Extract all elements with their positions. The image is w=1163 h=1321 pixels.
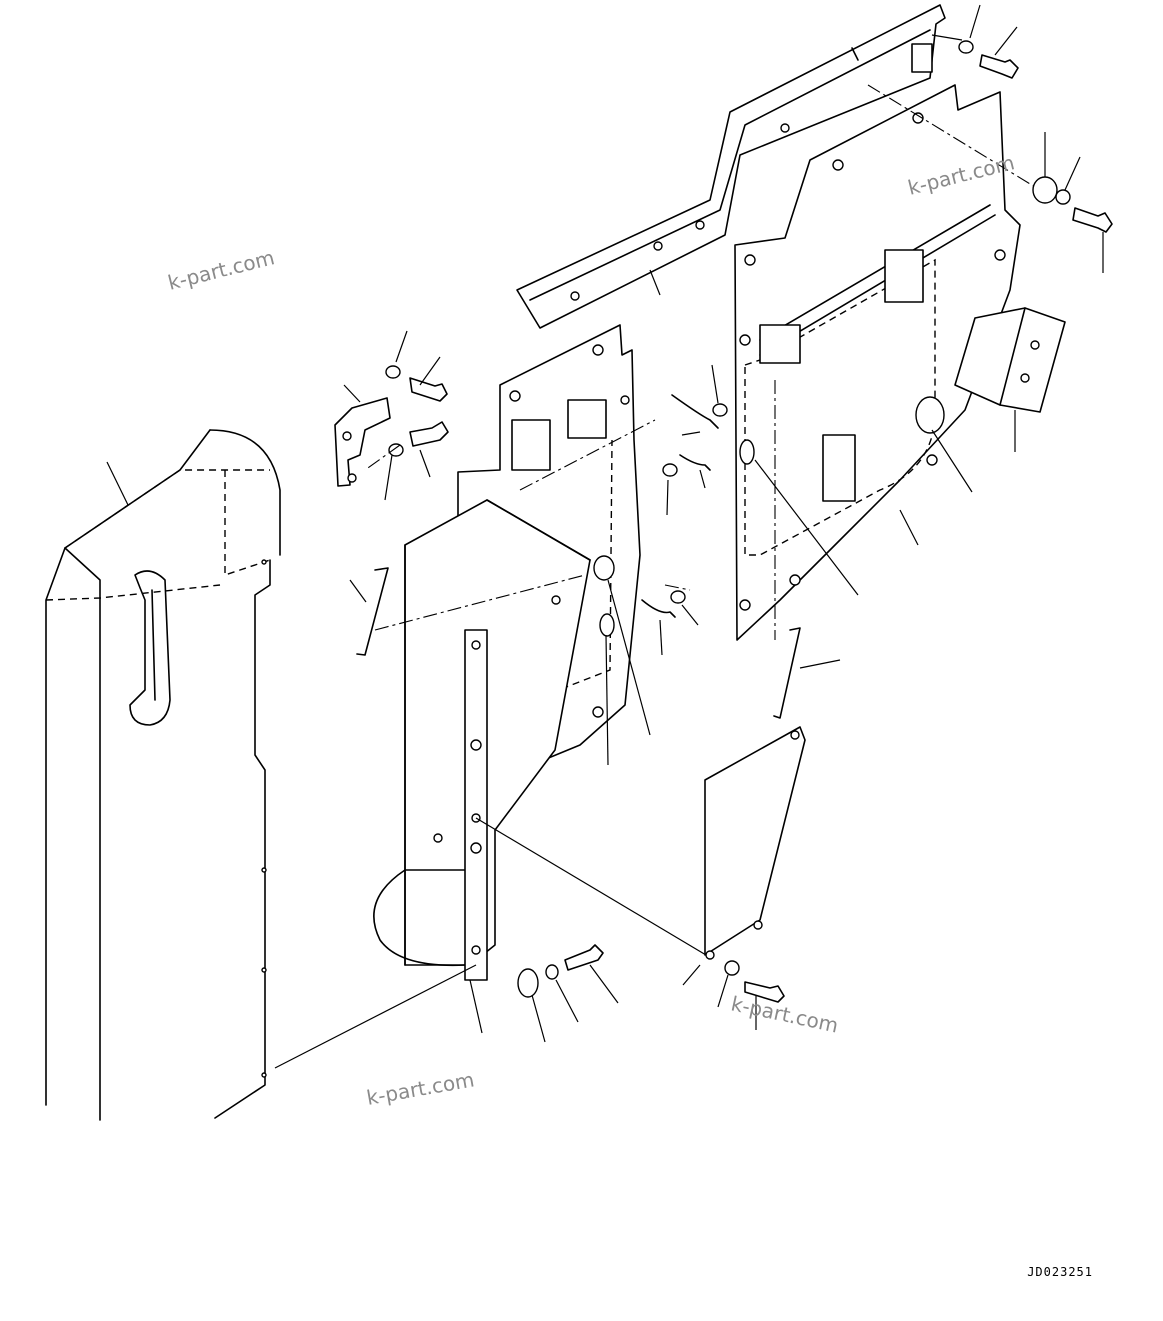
watermark-1: k-part.com: [165, 245, 276, 295]
bottom-fasteners: [517, 944, 785, 1043]
left-bracket-assembly: [334, 330, 449, 501]
right-bracket: [954, 307, 1066, 452]
upper-right-fasteners: [867, 4, 1113, 273]
drawing-code: JD023251: [1027, 1265, 1093, 1279]
rods: [349, 567, 841, 719]
watermark-3: k-part.com: [729, 991, 841, 1037]
lower-cover-plate: [682, 726, 806, 986]
center-fasteners: [641, 364, 728, 656]
watermark-4: k-part.com: [365, 1067, 476, 1110]
right-door-panel: [734, 84, 1021, 641]
upper-rail: [516, 4, 946, 329]
front-box-cover: [274, 499, 707, 1069]
cab-side-panel: [45, 429, 281, 1121]
